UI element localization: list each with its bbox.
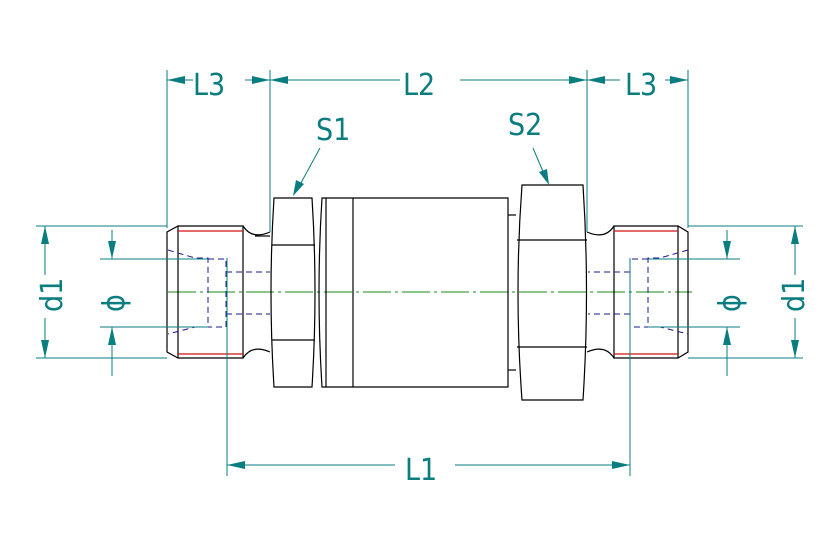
dim-l3-left: L3 [193,68,225,103]
left-diameter-dimensions [36,225,208,376]
dim-l2: L2 [403,68,435,103]
label-s1: S1 [316,113,350,148]
valve-body [318,197,516,388]
label-s2: S2 [508,108,542,143]
right-thread-end [586,225,689,359]
top-dimensions [166,70,689,232]
dim-d1-right: d1 [777,278,812,312]
right-diameter-dimensions [648,225,803,376]
hex-nut-s1 [270,197,316,388]
left-hidden-bore [167,249,270,335]
dim-l1: L1 [405,453,437,488]
bottom-dimension-l1 [226,258,631,476]
dim-phi-right: ϕ [713,294,748,312]
dim-d1-left: d1 [35,278,70,312]
hex-nut-s2 [517,184,588,401]
left-thread-end [166,225,271,359]
dim-phi-left: ϕ [97,294,132,312]
dim-l3-right: L3 [625,68,657,103]
